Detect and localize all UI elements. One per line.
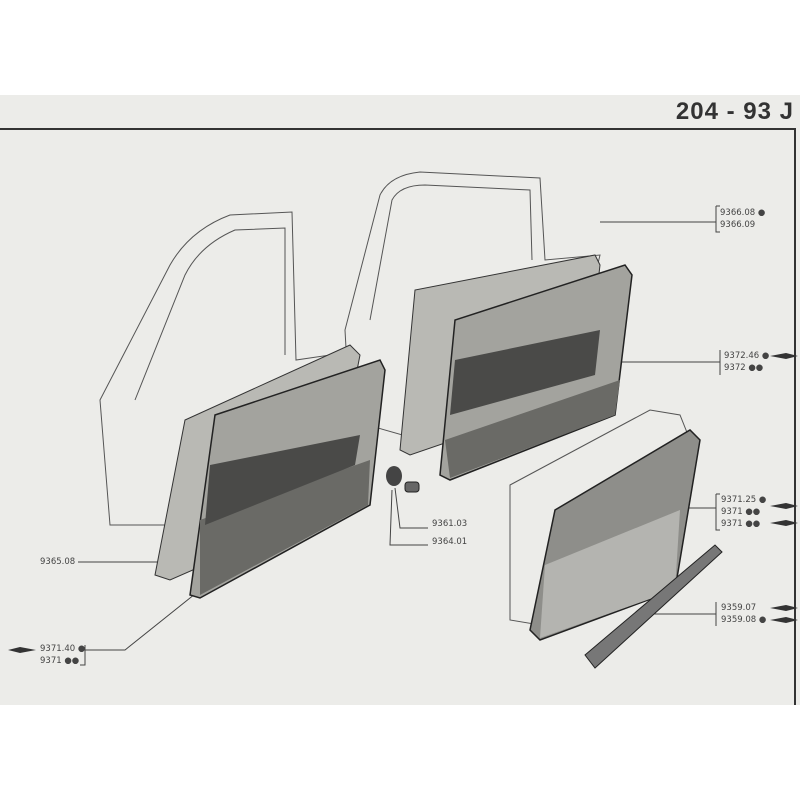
handle-escutcheon	[404, 481, 420, 493]
arrow-icon	[770, 503, 798, 509]
arrow-icon	[8, 647, 36, 653]
page-number: 204 - 93 J	[675, 98, 794, 125]
callout-9361: 9361.03	[432, 519, 468, 529]
callout-9364: 9364.01	[432, 537, 468, 547]
armrest	[584, 544, 723, 669]
callout-9371-right: 9371.25 ● 9371 ●● 9371 ●●	[721, 495, 767, 529]
callout-9359: 9359.07 9359.08 ●	[721, 603, 767, 625]
callout-9365: 9365.08	[40, 557, 76, 567]
front-pocket-grille	[205, 435, 360, 525]
callout-9366: 9366.08 ● 9366.09	[720, 208, 766, 230]
arrow-icon	[770, 605, 798, 611]
rear-pocket-grille	[450, 330, 600, 415]
arrow-icon	[770, 520, 798, 526]
arrow-icon	[770, 353, 798, 359]
callout-9371-front: 9371.40 ● 9371 ●●	[40, 644, 86, 666]
scanned-page	[0, 95, 800, 705]
callout-9372: 9372.46 ● 9372 ●●	[724, 351, 770, 373]
clip	[386, 466, 402, 486]
front-door-shell	[99, 211, 332, 526]
arrow-icon	[770, 617, 798, 623]
page-frame	[0, 128, 796, 705]
